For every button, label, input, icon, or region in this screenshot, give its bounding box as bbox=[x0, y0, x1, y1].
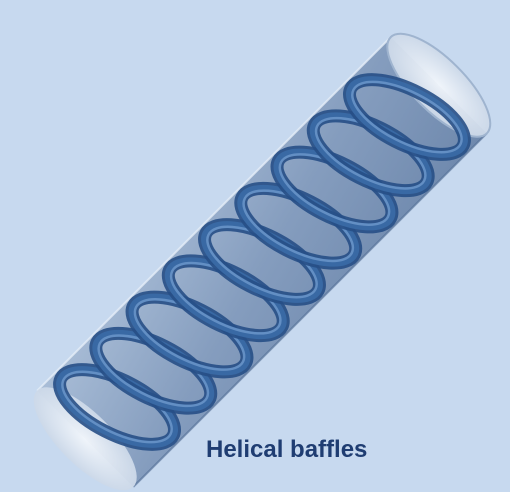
caption-label: Helical baffles bbox=[206, 436, 367, 464]
